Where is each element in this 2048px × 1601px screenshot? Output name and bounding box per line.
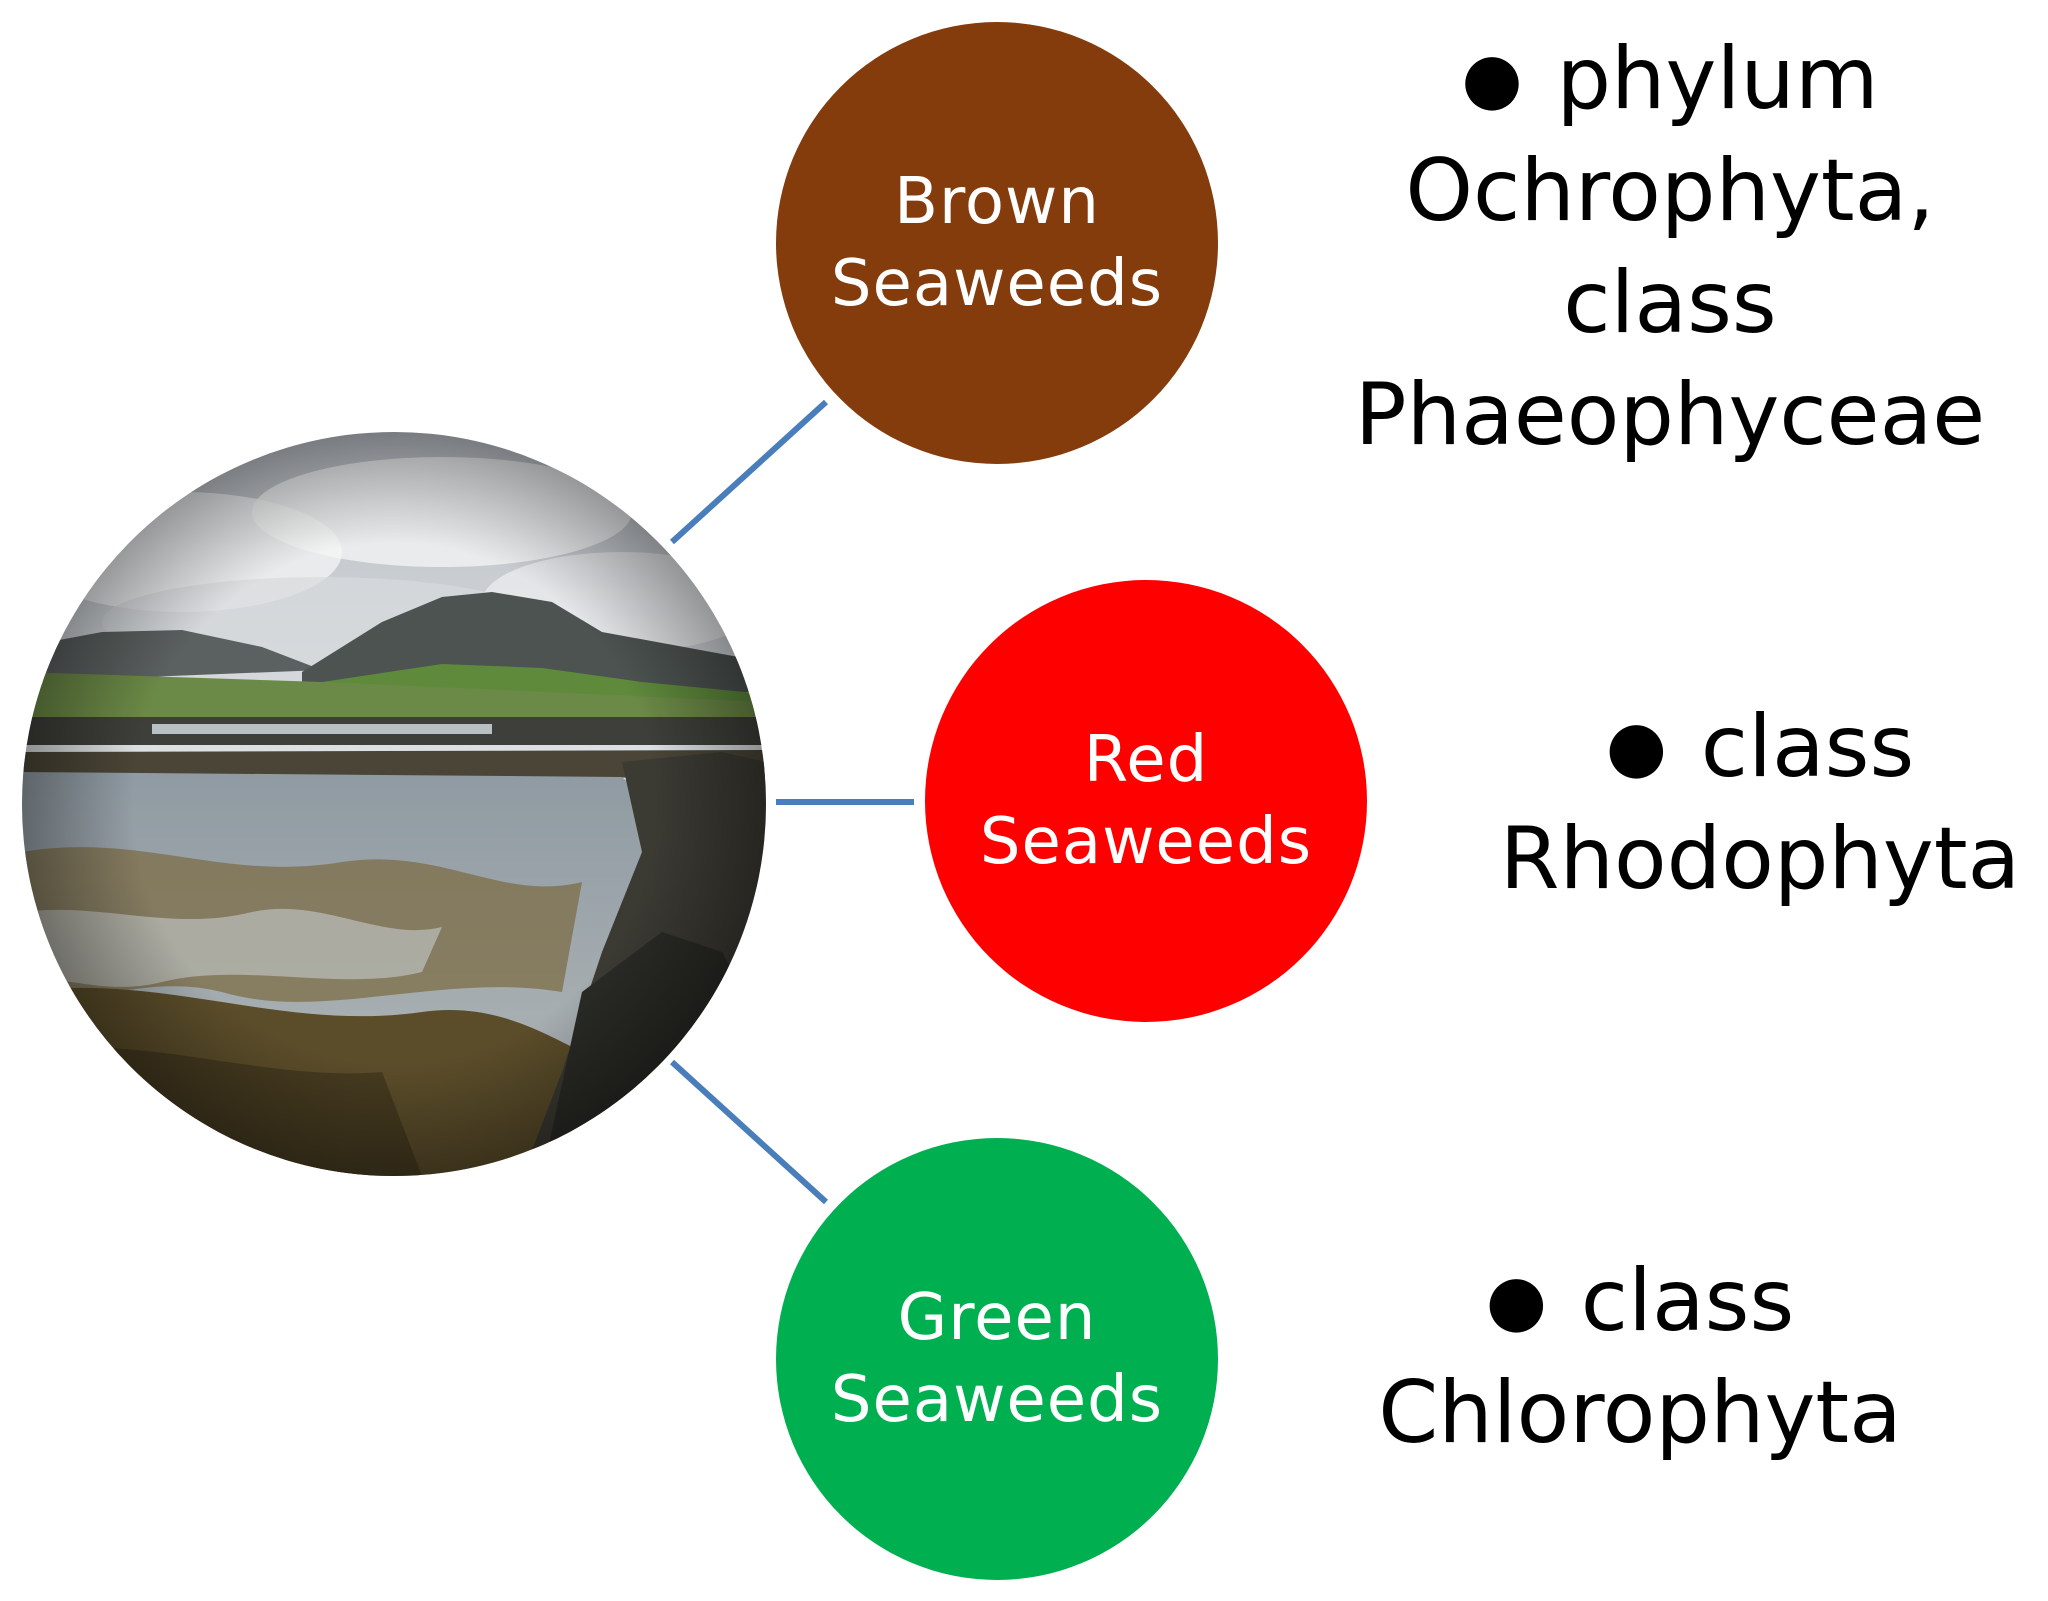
connector-brown	[669, 399, 829, 545]
green-node-label-line1: Green	[897, 1281, 1097, 1355]
bullet-icon: ●	[1605, 705, 1667, 787]
coastal-seaweed-photo	[22, 432, 766, 1176]
brown-desc-line: Phaeophyceae	[1354, 365, 1986, 465]
red-seaweeds-node: Red Seaweeds	[925, 580, 1367, 1022]
brown-desc-text: phylum	[1556, 29, 1879, 129]
brown-seaweeds-node: Brown Seaweeds	[776, 22, 1218, 464]
brown-description: ● phylum Ochrophyta, class Phaeophyceae	[1310, 22, 2030, 471]
red-desc-line: Rhodophyta	[1499, 809, 2021, 909]
green-description: ● class Chlorophyta	[1320, 1244, 1960, 1469]
red-node-label-line1: Red	[1083, 723, 1209, 797]
red-node-label-line2: Seaweeds	[979, 805, 1313, 879]
green-desc-line: ● class	[1320, 1244, 1960, 1357]
brown-desc-line: class	[1563, 253, 1777, 353]
green-desc-text: class	[1580, 1251, 1795, 1351]
red-description: ● class Rhodophyta	[1480, 690, 2040, 915]
brown-node-label-line2: Seaweeds	[830, 247, 1164, 321]
red-desc-line: ● class	[1480, 690, 2040, 803]
green-seaweeds-node: Green Seaweeds	[776, 1138, 1218, 1580]
bullet-icon: ●	[1485, 1259, 1547, 1341]
connector-green	[669, 1059, 829, 1205]
bullet-icon: ●	[1461, 37, 1523, 119]
brown-desc-line: Ochrophyta,	[1405, 141, 1935, 241]
green-desc-line: Chlorophyta	[1378, 1363, 1902, 1463]
red-desc-text: class	[1700, 697, 1915, 797]
brown-node-label-line1: Brown	[894, 165, 1100, 239]
brown-desc-line: ● phylum	[1310, 22, 2030, 135]
green-node-label-line2: Seaweeds	[830, 1363, 1164, 1437]
